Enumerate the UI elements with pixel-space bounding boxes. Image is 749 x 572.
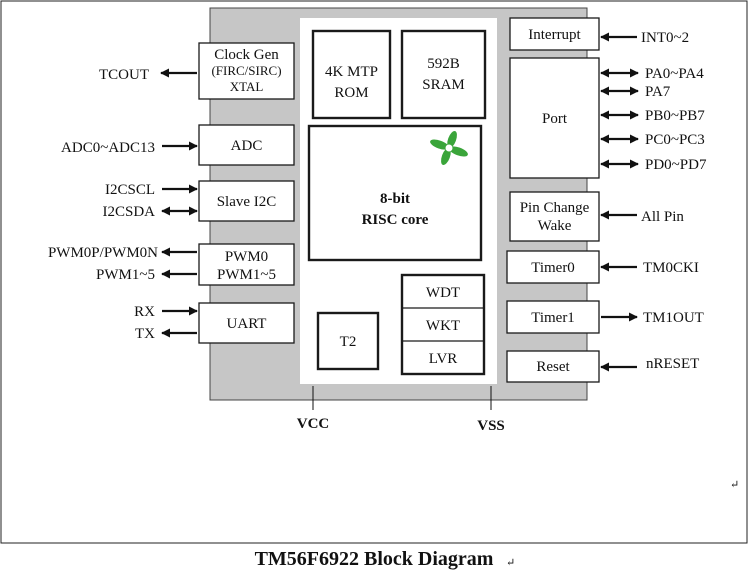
interrupt-label: Interrupt [528, 27, 581, 43]
sram-line1: 592B [427, 56, 460, 72]
uart-label: UART [227, 316, 267, 332]
pwm-line2: PWM1~5 [217, 267, 276, 283]
pwm15-label: PWM1~5 [96, 267, 155, 283]
int-label: INT0~2 [641, 30, 689, 46]
i2csda-label: I2CSDA [102, 204, 155, 220]
pa7-label: PA7 [645, 84, 671, 100]
wkt-label: WKT [426, 318, 460, 334]
tm1out-label: TM1OUT [643, 310, 704, 326]
pb-label: PB0~PB7 [645, 108, 705, 124]
risc-core-block: 8-bit RISC core [307, 124, 483, 262]
mtp-rom-line2: ROM [334, 85, 368, 101]
lvr-label: LVR [429, 351, 458, 367]
port-label: Port [542, 111, 568, 127]
t2-label: T2 [340, 334, 357, 350]
rx-label: RX [134, 304, 155, 320]
timer0-block: Timer0 [506, 250, 600, 284]
wdt-wkt-lvr-block: WDT WKT LVR [400, 273, 486, 376]
pc-label: PC0~PC3 [645, 132, 705, 148]
pa0-label: PA0~PA4 [645, 66, 704, 82]
adc-block: ADC [198, 124, 295, 166]
pwm0-label: PWM0P/PWM0N [48, 245, 158, 261]
timer1-block: Timer1 [506, 300, 600, 334]
pwm-line1: PWM0 [225, 249, 268, 265]
reset-label: Reset [536, 359, 570, 375]
clock-gen-line3: XTAL [230, 79, 264, 94]
sram-line2: SRAM [422, 77, 465, 93]
vcc-label: VCC [297, 416, 330, 432]
reset-block: Reset [506, 350, 600, 383]
core-line1: 8-bit [380, 191, 410, 207]
slave-i2c-label: Slave I2C [217, 194, 277, 210]
vss-label: VSS [477, 418, 505, 434]
figure-frame [0, 0, 748, 544]
clock-gen-line1: Clock Gen [214, 47, 279, 63]
mtp-rom-block: 4K MTP ROM [311, 29, 392, 120]
pin-change-wake-block: Pin Change Wake [509, 191, 600, 242]
pin-change-line1: Pin Change [520, 200, 590, 216]
pin-change-line2: Wake [538, 218, 572, 234]
clock-gen-block: Clock Gen (FIRC/SIRC) XTAL [198, 42, 295, 100]
timer1-label: Timer1 [531, 310, 575, 326]
sram-block: 592B SRAM [400, 29, 487, 120]
mtp-rom-line1: 4K MTP [325, 64, 378, 80]
nreset-label: nRESET [646, 356, 699, 372]
port-block: Port [509, 57, 600, 179]
core-line2: RISC core [362, 212, 429, 228]
i2cscl-label: I2CSCL [105, 182, 155, 198]
t2-block: T2 [316, 311, 380, 371]
caption-paragraph-mark: ↵ [506, 557, 515, 569]
slave-i2c-block: Slave I2C [198, 180, 295, 222]
pd-label: PD0~PD7 [645, 157, 707, 173]
interrupt-block: Interrupt [509, 17, 600, 51]
tm0cki-label: TM0CKI [643, 260, 699, 276]
clock-gen-line2: (FIRC/SIRC) [211, 63, 281, 78]
pwm-block: PWM0 PWM1~5 [198, 243, 295, 286]
wdt-label: WDT [426, 285, 460, 301]
timer0-label: Timer0 [531, 260, 575, 276]
tcout-label: TCOUT [99, 67, 149, 83]
pinwheel-logo-icon [430, 130, 468, 166]
uart-block: UART [198, 302, 295, 344]
allpin-label: All Pin [641, 209, 684, 225]
adc-in-label: ADC0~ADC13 [61, 140, 155, 156]
diagram-caption: TM56F6922 Block Diagram [255, 548, 494, 570]
paragraph-mark: ↵ [730, 479, 739, 491]
tx-label: TX [135, 326, 155, 342]
adc-label: ADC [231, 138, 263, 154]
